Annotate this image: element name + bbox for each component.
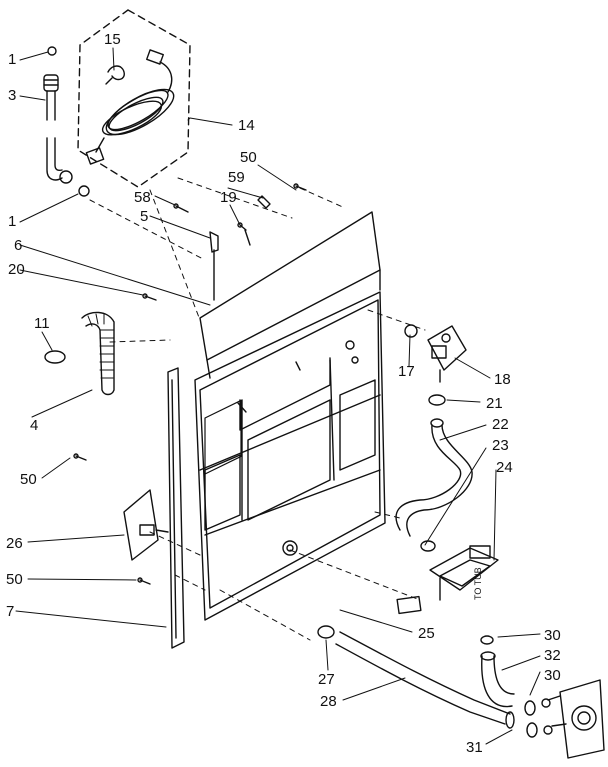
part-label-7: 7 [6, 603, 15, 620]
part-label-24: 24 [496, 459, 513, 476]
part-label-11: 11 [34, 315, 50, 332]
part-label-14: 14 [238, 117, 255, 134]
tub-hose-icon [336, 632, 514, 728]
part-label-59: 59 [228, 169, 245, 186]
pump-hose-icon [481, 636, 514, 707]
part-label-26: 26 [6, 535, 23, 552]
to-tub-note: TO TUB [473, 567, 483, 600]
side-rail [168, 368, 184, 648]
part-label-15: 15 [104, 31, 121, 48]
part-label-31: 31 [466, 739, 483, 756]
cover-plate-icon [397, 597, 421, 614]
part-label-22: 22 [492, 416, 509, 433]
fill-hose-icon [396, 419, 472, 536]
power-cord-enclosure [78, 10, 190, 187]
hose-clamp-icon [421, 541, 435, 551]
part-label-30: 30 [544, 627, 561, 644]
pump-icon [525, 680, 604, 758]
rear-panel [195, 212, 385, 620]
part-label-50c: 50 [6, 571, 23, 588]
bracket-icon [124, 490, 168, 560]
part-label-28: 28 [320, 693, 337, 710]
inlet-hose-icon [44, 47, 89, 196]
part-label-21: 21 [486, 395, 503, 412]
part-label-23: 23 [492, 437, 509, 454]
cord-clamp-icon [106, 66, 124, 84]
hose-clamp-icon [318, 626, 334, 638]
part-label-1b: 1 [8, 213, 17, 230]
power-cord-icon [86, 50, 180, 164]
part-label-50b: 50 [20, 471, 37, 488]
part-label-17: 17 [398, 363, 415, 380]
leader-lines [16, 48, 540, 744]
drain-hose-icon [45, 312, 114, 394]
part-label-32: 32 [544, 647, 561, 664]
part-label-58: 58 [134, 189, 151, 206]
clip-icon [210, 232, 218, 300]
part-label-3: 3 [8, 87, 17, 104]
part-label-20: 20 [8, 261, 25, 278]
clip-icon [258, 196, 270, 208]
part-label-25: 25 [418, 625, 435, 642]
dashed-guides [90, 178, 425, 640]
part-label-18: 18 [494, 371, 511, 388]
part-label-30b: 30 [544, 667, 561, 684]
part-label-50: 50 [240, 149, 257, 166]
part-label-1: 1 [8, 51, 17, 68]
screw-icon [74, 184, 306, 584]
water-valve-icon [405, 325, 466, 405]
siphon-break-icon [430, 546, 498, 600]
part-label-4: 4 [30, 417, 39, 434]
part-label-5: 5 [140, 208, 149, 225]
part-label-19: 19 [220, 189, 237, 206]
part-label-6: 6 [14, 237, 23, 254]
part-label-27: 27 [318, 671, 335, 688]
